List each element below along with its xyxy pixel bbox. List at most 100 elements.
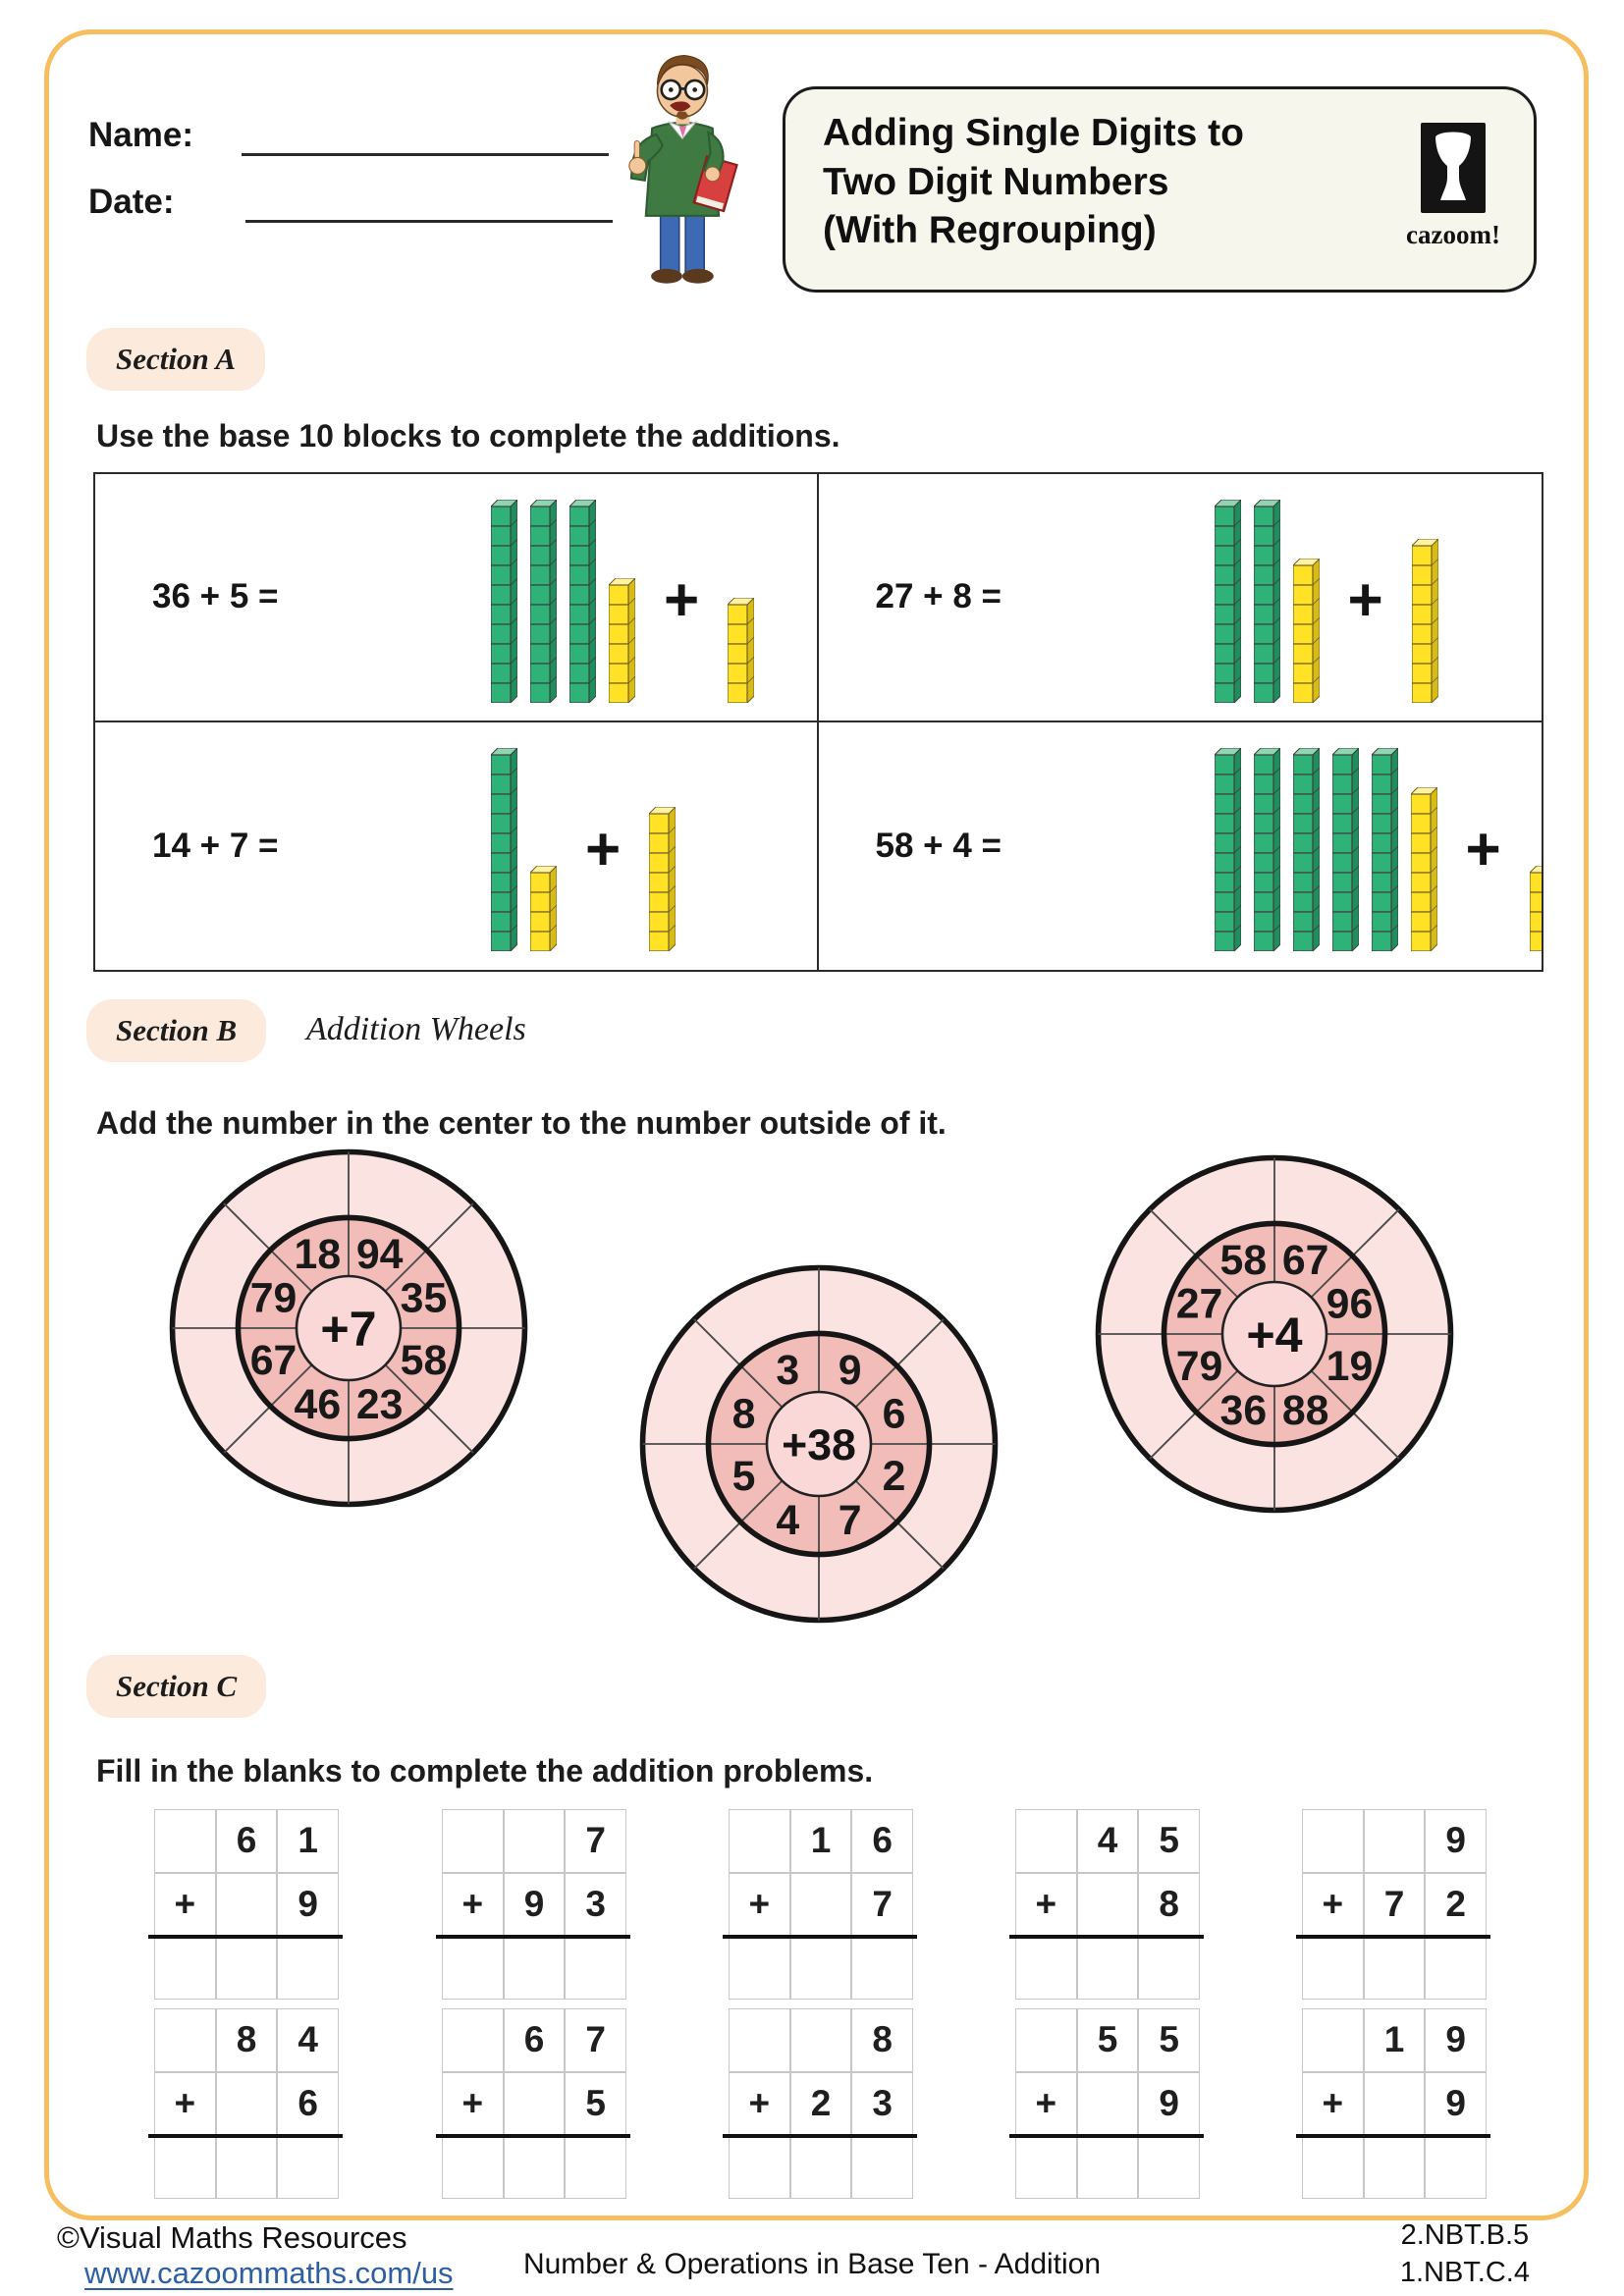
blank-cell[interactable] [1076, 1872, 1139, 1937]
wheel-number: 67 [250, 1337, 298, 1384]
name-label: Name: [88, 116, 193, 154]
answer-cell[interactable] [1076, 2135, 1139, 2199]
answer-cell[interactable] [851, 1936, 913, 2000]
digit-cell: 9 [1425, 1809, 1487, 1873]
blank-cell[interactable] [789, 1872, 852, 1937]
base10-problem-cell: 58 + 4 =+ [819, 722, 1542, 971]
digit-cell: 6 [851, 1809, 913, 1873]
equals-line [1296, 2134, 1490, 2138]
answer-cell[interactable] [277, 2135, 339, 2199]
date-input-line[interactable] [245, 185, 613, 223]
answer-cell[interactable] [1425, 1936, 1487, 2000]
blank-cell[interactable] [1363, 1809, 1426, 1873]
section-a-instruction: Use the base 10 blocks to complete the a… [96, 418, 840, 454]
digit-cell: 1 [277, 1809, 339, 1873]
name-input-line[interactable] [242, 118, 609, 156]
plus-cell: + [1302, 2071, 1364, 2136]
wheel-number: 5 [732, 1453, 756, 1500]
digit-cell: 8 [851, 2008, 913, 2072]
blank-cell[interactable] [503, 1809, 566, 1873]
blank-cell[interactable] [215, 2071, 278, 2136]
digit-cell: 4 [1076, 1809, 1139, 1873]
answer-cell[interactable] [851, 2135, 913, 2199]
website-link[interactable]: www.cazoommaths.com/us [84, 2256, 454, 2290]
plus-icon: + [585, 815, 622, 883]
answer-cell[interactable] [565, 1936, 626, 2000]
answer-cell[interactable] [729, 1936, 790, 2000]
equals-line [148, 1935, 343, 1939]
answer-cell[interactable] [154, 2135, 216, 2199]
wheel-number: 18 [295, 1231, 342, 1278]
ones-cubes-rod [530, 866, 557, 952]
answer-cell[interactable] [442, 1936, 504, 2000]
answer-cell[interactable] [277, 1936, 339, 2000]
wheel-number: 36 [1220, 1387, 1268, 1434]
answer-cell[interactable] [729, 2135, 790, 2199]
answer-cell[interactable] [789, 1936, 852, 2000]
date-label: Date: [88, 183, 175, 221]
answer-cell[interactable] [154, 1936, 216, 2000]
answer-cell[interactable] [1015, 1936, 1077, 2000]
answer-cell[interactable] [503, 2135, 566, 2199]
tens-rod [1371, 748, 1398, 952]
answer-cell[interactable] [1015, 2135, 1077, 2199]
wheel-number: 19 [1326, 1343, 1374, 1390]
answer-cell[interactable] [789, 2135, 852, 2199]
answer-cell[interactable] [1363, 2135, 1426, 2199]
cazoom-logo: cazoom! [1390, 123, 1516, 250]
digit-cell: 2 [789, 2071, 852, 2136]
equals-line [436, 1935, 630, 1939]
answer-cell[interactable] [565, 2135, 626, 2199]
blank-cell[interactable] [789, 2008, 852, 2072]
answer-cell[interactable] [503, 1936, 566, 2000]
equals-line [1296, 1935, 1490, 1939]
answer-cell[interactable] [1425, 2135, 1487, 2199]
wheel-number: 96 [1326, 1281, 1374, 1328]
answer-cell[interactable] [1363, 1936, 1426, 2000]
digit-cell: 7 [1363, 1872, 1426, 1937]
answer-cell[interactable] [1076, 1936, 1139, 2000]
digit-cell: 6 [277, 2071, 339, 2136]
plus-cell: + [1302, 1872, 1364, 1937]
blank-cell [1302, 1809, 1364, 1873]
blank-cell[interactable] [215, 1872, 278, 1937]
digit-cell: 2 [1425, 1872, 1487, 1937]
wheel-number: 46 [295, 1381, 342, 1428]
blank-cell[interactable] [1363, 2071, 1426, 2136]
blank-cell[interactable] [503, 2071, 566, 2136]
blank-cell [154, 1809, 216, 1873]
answer-cell[interactable] [1138, 2135, 1200, 2199]
digit-cell: 9 [1425, 2071, 1487, 2136]
answer-cell[interactable] [215, 2135, 278, 2199]
title-line-2: Two Digit Numbers [823, 160, 1169, 203]
blank-cell[interactable] [1076, 2071, 1139, 2136]
tens-rod [1292, 748, 1320, 952]
digit-cell: 9 [1425, 2008, 1487, 2072]
tens-rod [491, 499, 517, 703]
plus-cell: + [154, 1872, 216, 1937]
answer-cell[interactable] [1138, 1936, 1200, 2000]
plus-cell: + [1015, 2071, 1077, 2136]
digit-cell: 9 [277, 1872, 339, 1937]
page-border [44, 29, 1589, 2220]
answer-cell[interactable] [1302, 2135, 1364, 2199]
section-b-subtitle: Addition Wheels [306, 1011, 526, 1047]
answer-cell[interactable] [1302, 1936, 1364, 2000]
plus-icon: + [1465, 815, 1501, 883]
cazoom-logo-text: cazoom! [1406, 220, 1500, 249]
wheel-number: 58 [1220, 1237, 1268, 1284]
answer-cell[interactable] [215, 1936, 278, 2000]
answer-cell[interactable] [442, 2135, 504, 2199]
wheel-number: 79 [1176, 1343, 1223, 1390]
wheel-number: 58 [401, 1337, 448, 1384]
plus-cell: + [729, 2071, 790, 2136]
worksheet-title: Adding Single Digits to Two Digit Number… [823, 109, 1244, 255]
wheel-number: 8 [732, 1391, 756, 1438]
